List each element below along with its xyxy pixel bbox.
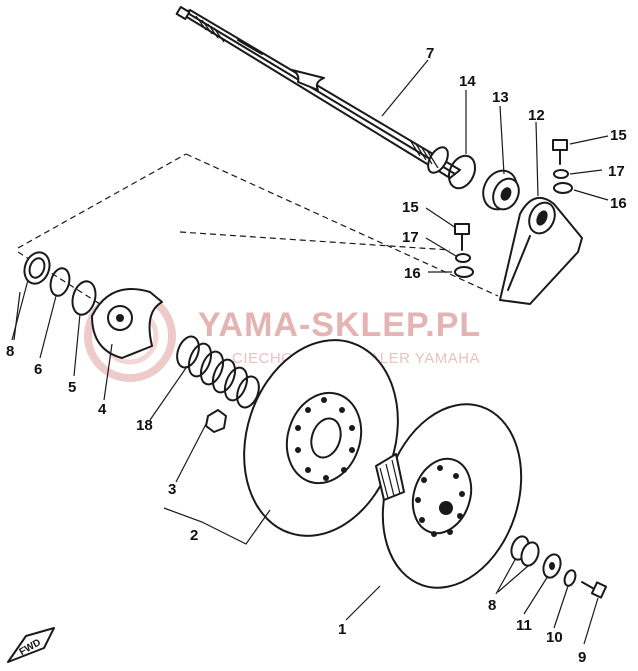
callout-12: 12	[528, 107, 545, 124]
callout-18: 18	[136, 417, 153, 434]
callout-8-right: 8	[488, 597, 496, 614]
fixed-sheave-1	[375, 403, 523, 589]
bearing-bracket-12	[499, 196, 583, 305]
washer-16-upper	[553, 182, 573, 194]
callout-4: 4	[98, 401, 107, 418]
callout-9: 9	[578, 649, 586, 666]
callout-2: 2	[190, 527, 198, 544]
watermark-title: YAMA-SKLEP.PL	[198, 306, 481, 344]
lock-washer-10	[563, 569, 577, 587]
callout-11: 11	[516, 617, 532, 634]
callout-7: 7	[426, 45, 434, 62]
assembly-outline	[17, 153, 499, 319]
circlip-14	[447, 154, 477, 190]
washer-16-lower	[454, 266, 474, 278]
callout-14: 14	[459, 73, 476, 90]
callout-10: 10	[546, 629, 563, 646]
bolt-9	[581, 581, 608, 599]
callout-labels: 7 14 13 12 15 17 16 15 17 16 8 6 5 4 18 …	[6, 45, 627, 666]
bearing-8-left	[23, 251, 51, 285]
callout-16-upper: 16	[610, 195, 627, 212]
callout-16-lower: 16	[404, 265, 421, 282]
callout-3: 3	[168, 481, 176, 498]
bearing-8-right	[510, 535, 540, 567]
bolt-15-lower	[454, 223, 470, 251]
fwd-label: FWD	[18, 637, 43, 658]
cam-4	[91, 288, 163, 359]
callout-17-lower: 17	[402, 229, 419, 246]
callout-8-left: 8	[6, 343, 14, 360]
leader-lines	[11, 59, 609, 645]
lock-washer-17-lower	[455, 253, 471, 263]
bearing-13	[482, 169, 520, 211]
fwd-arrow: FWD	[7, 627, 55, 663]
callout-13: 13	[492, 89, 509, 106]
bolt-15-upper	[552, 139, 568, 165]
callout-15-upper: 15	[610, 127, 627, 144]
circlip-6	[49, 267, 71, 297]
callout-17-upper: 17	[608, 163, 625, 180]
spring-18	[176, 335, 260, 409]
callout-1: 1	[338, 621, 346, 638]
slider-3	[205, 409, 227, 433]
callout-15-lower: 15	[402, 199, 419, 216]
washer-11	[542, 553, 562, 579]
callout-5: 5	[68, 379, 76, 396]
callout-6: 6	[34, 361, 42, 378]
lock-washer-17-upper	[553, 169, 569, 179]
drive-shaft	[175, 5, 461, 179]
